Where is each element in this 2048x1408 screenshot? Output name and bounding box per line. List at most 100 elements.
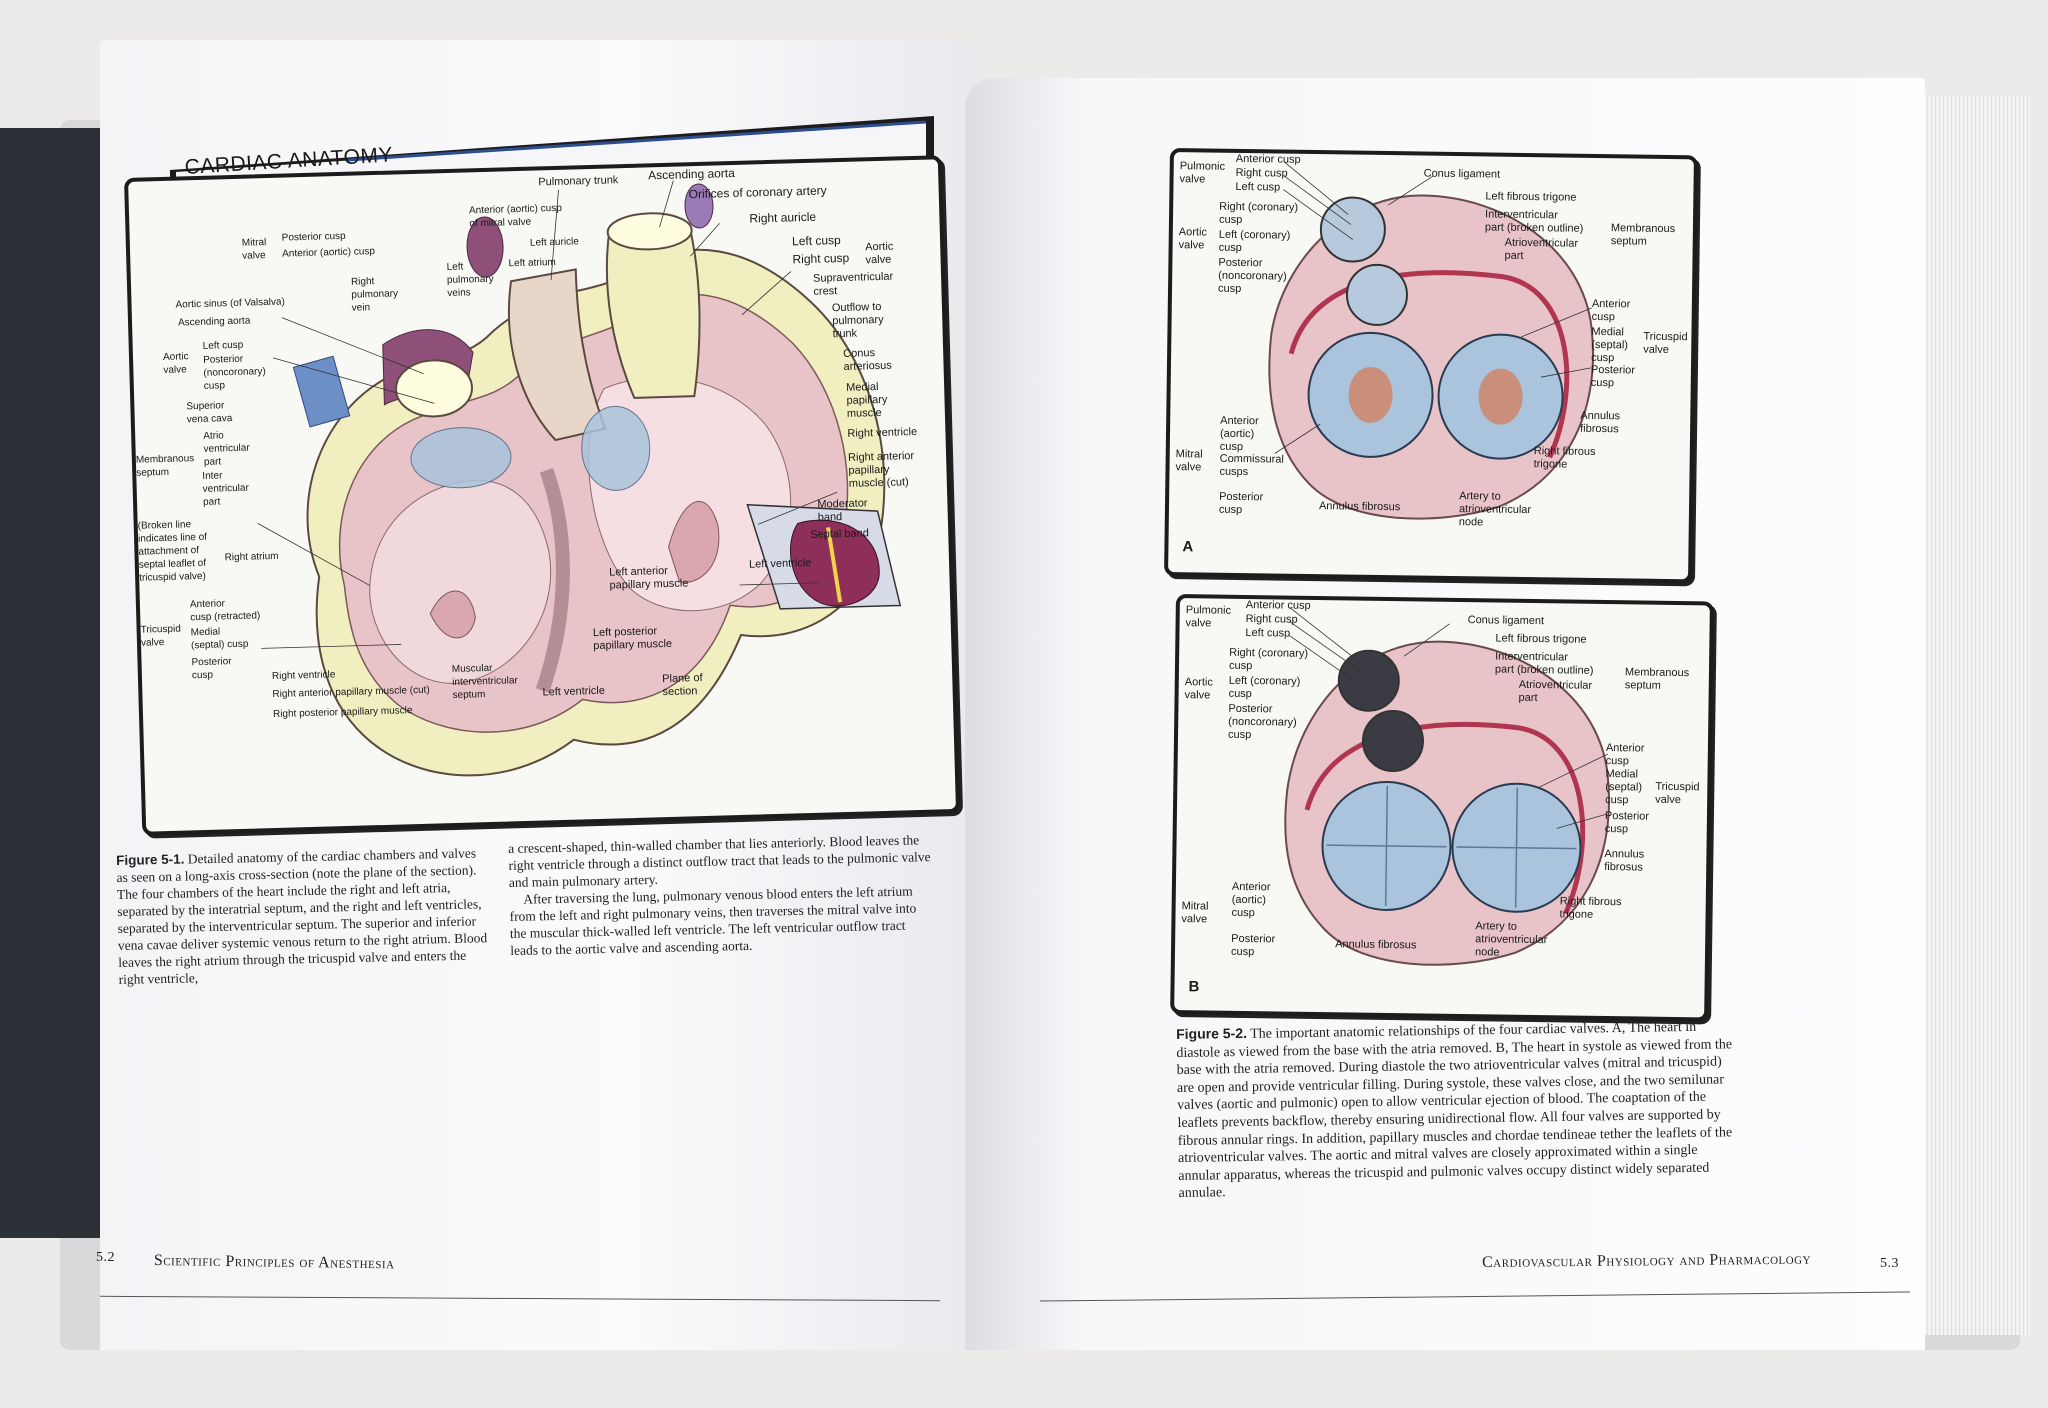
label-left-ventricle-bottom: Left ventricle — [542, 684, 606, 699]
label-septal-band: Septal band — [810, 527, 870, 541]
label-left-ventricle-mid: Left ventricle — [748, 556, 812, 571]
b-anterior-cusp: Anterior cusp — [1245, 598, 1311, 612]
label-right-anterior-papillary-cut: Right anterior papillary muscle (cut) — [847, 450, 915, 490]
heart-cross-section-illustration — [257, 180, 902, 777]
label-aortic-valve-left: Aortic valve — [162, 351, 189, 376]
a-mitral-posterior-cusp: Posterior cusp — [1218, 490, 1264, 517]
b-membranous-septum: Membranous septum — [1624, 666, 1690, 692]
label-left-anterior-papillary: Left anterior papillary muscle — [609, 564, 689, 592]
label-right-ventricle-bottom: Right ventricle — [271, 669, 336, 683]
label-posterior-noncoronary-left: Posterior (noncoronary) cusp — [202, 353, 266, 392]
b-posterior-noncoronary: Posterior (noncoronary) cusp — [1227, 702, 1297, 742]
a-right-coronary-cusp: Right (coronary) cusp — [1218, 200, 1299, 227]
figure-5-2-panel-b: B Pulmonic valve Anterior cusp Right cus… — [1170, 594, 1714, 1022]
b-annulus-fibrosus-right: Annulus fibrosus — [1604, 848, 1645, 874]
a-annulus-fibrosus-bottom: Annulus fibrosus — [1318, 500, 1401, 514]
a-tricuspid-medial-cusp: Medial (septal) cusp — [1591, 325, 1629, 365]
a-left-fibrous-trigone: Left fibrous trigone — [1485, 190, 1577, 204]
a-right-fibrous-trigone: Right fibrous trigone — [1533, 445, 1596, 471]
label-anterior-cusp-mitral: Anterior (aortic) cusp of mitral valve — [468, 202, 562, 230]
b-mitral-posterior-cusp: Posterior cusp — [1230, 932, 1276, 959]
b-mitral-valve: Mitral valve — [1181, 900, 1209, 926]
a-anterior-cusp: Anterior cusp — [1235, 152, 1301, 166]
a-mitral-anterior-cusp: Anterior (aortic) cusp — [1219, 414, 1259, 454]
label-right-cusp-aortic: Right cusp — [792, 250, 850, 267]
a-tricuspid-valve: Tricuspid valve — [1643, 330, 1688, 356]
right-page-number: 5.3 — [1880, 1256, 1899, 1271]
label-anterior-cusp-retracted: Anterior cusp (retracted) — [189, 598, 261, 624]
label-pulmonary-trunk: Pulmonary trunk — [538, 174, 619, 189]
valves-diastole-illustration — [1268, 161, 1594, 520]
a-tricuspid-posterior-cusp: Posterior cusp — [1590, 363, 1636, 390]
figure-5-2-caption-text: The important anatomic relationships of … — [1176, 1019, 1733, 1202]
label-supraventricular-crest: Supraventricular crest — [812, 270, 894, 298]
label-left-cusp-left: Left cusp — [202, 339, 244, 352]
label-mitral-anterior-cusp: Anterior (aortic) cusp — [282, 246, 376, 260]
label-left-cusp-aortic: Left cusp — [791, 233, 841, 249]
b-left-fibrous-trigone: Left fibrous trigone — [1495, 632, 1587, 646]
b-pulmonic-valve: Pulmonic valve — [1185, 604, 1232, 630]
a-left-coronary-cusp: Left (coronary) cusp — [1218, 228, 1291, 255]
label-medial-septal-cusp: Medial (septal) cusp — [190, 626, 249, 652]
a-atrioventricular-part: Atrioventricular part — [1504, 236, 1579, 262]
figure-5-2-caption: Figure 5-2. The important anatomic relat… — [1176, 1017, 1739, 1203]
label-muscular-septum: Muscular interventricular septum — [451, 662, 518, 702]
b-tricuspid-medial-cusp: Medial (septal) cusp — [1605, 768, 1643, 807]
label-left-atrium: Left atrium — [508, 256, 556, 270]
a-tricuspid-anterior-cusp: Anterior cusp — [1591, 297, 1631, 324]
left-running-head: Scientific Principles of Anesthesia — [153, 1252, 395, 1273]
a-membranous-septum: Membranous septum — [1610, 222, 1676, 248]
valves-systole-illustration — [1284, 607, 1610, 966]
b-conus-ligament: Conus ligament — [1467, 614, 1545, 628]
label-left-pulmonary-veins: Left pulmonary veins — [446, 261, 494, 300]
b-right-cusp: Right cusp — [1245, 612, 1298, 626]
label-right-pulmonary-vein: Right pulmonary vein — [350, 276, 399, 314]
label-left-auricle: Left auricle — [529, 236, 580, 249]
figure-5-1-label: Figure 5-1. — [116, 851, 185, 868]
b-tricuspid-valve: Tricuspid valve — [1655, 780, 1700, 807]
a-commissural-cusps: Commissural cusps — [1219, 452, 1284, 479]
a-posterior-noncoronary: Posterior (noncoronary) cusp — [1217, 256, 1287, 296]
label-superior-vena-cava: Superior vena cava — [186, 400, 233, 426]
a-left-cusp: Left cusp — [1235, 180, 1281, 194]
label-membranous-septum: Membranous septum — [135, 453, 195, 479]
label-conus-arteriosus: Conus arteriosus — [843, 347, 893, 373]
figure-5-1-caption-col1: Figure 5-1. Detailed anatomy of the card… — [116, 844, 489, 988]
b-interventricular-part: Interventricular part (broken outline) — [1494, 650, 1594, 677]
label-tricuspid-valve: Tricuspid valve — [140, 623, 181, 649]
figure-5-1-caption-col2: a crescent-shaped, thin-walled chamber t… — [508, 831, 935, 959]
label-atrioventricular-part: Atrio ventricular part — [203, 430, 250, 468]
b-annulus-fibrosus-bottom: Annulus fibrosus — [1335, 938, 1417, 952]
label-interventricular-part: Inter ventricular part — [202, 470, 250, 508]
label-moderator-band: Moderator band — [817, 497, 868, 524]
figure-5-1-caption-text-2: a crescent-shaped, thin-walled chamber t… — [508, 832, 931, 890]
label-medial-papillary: Medial papillary muscle — [845, 381, 888, 420]
a-aortic-valve: Aortic valve — [1178, 226, 1208, 252]
a-artery-av-node: Artery to atrioventricular node — [1458, 490, 1532, 529]
label-right-auricle: Right auricle — [749, 209, 817, 226]
b-artery-av-node: Artery to atrioventricular node — [1474, 920, 1548, 959]
figure-5-2-panel-a: A Pulmonic valve Anterior cusp Right cus… — [1164, 148, 1698, 584]
a-pulmonic-valve: Pulmonic valve — [1179, 160, 1226, 186]
label-ascending-aorta-left: Ascending aorta — [177, 315, 251, 329]
label-outflow-pulmonary: Outflow to pulmonary trunk — [831, 300, 884, 341]
a-letter: A — [1182, 538, 1194, 556]
label-plane-of-section: Plane of section — [662, 672, 703, 699]
right-running-head: Cardiovascular Physiology and Pharmacolo… — [1482, 1250, 1812, 1271]
figure-5-2-label: Figure 5-2. — [1176, 1024, 1248, 1042]
b-aortic-valve: Aortic valve — [1184, 676, 1213, 702]
left-page-number: 5.2 — [96, 1250, 115, 1265]
label-right-atrium: Right atrium — [224, 550, 279, 564]
label-aortic-valve-right: Aortic valve — [865, 240, 894, 267]
b-mitral-anterior-cusp: Anterior (aortic) cusp — [1231, 880, 1271, 920]
b-right-coronary-cusp: Right (coronary) cusp — [1228, 646, 1309, 673]
a-interventricular-part: Interventricular part (broken outline) — [1484, 208, 1584, 235]
b-tricuspid-anterior-cusp: Anterior cusp — [1605, 742, 1645, 768]
label-mitral-posterior-cusp: Posterior cusp — [281, 230, 346, 244]
label-mitral-valve: Mitral valve — [241, 237, 267, 262]
label-ascending-aorta-top: Ascending aorta — [647, 165, 736, 183]
label-posterior-cusp-tricuspid: Posterior cusp — [191, 656, 232, 682]
b-left-coronary-cusp: Left (coronary) cusp — [1228, 674, 1301, 701]
a-mitral-valve: Mitral valve — [1175, 448, 1203, 474]
label-broken-line-note: (Broken line indicates line of attachmen… — [137, 519, 208, 584]
